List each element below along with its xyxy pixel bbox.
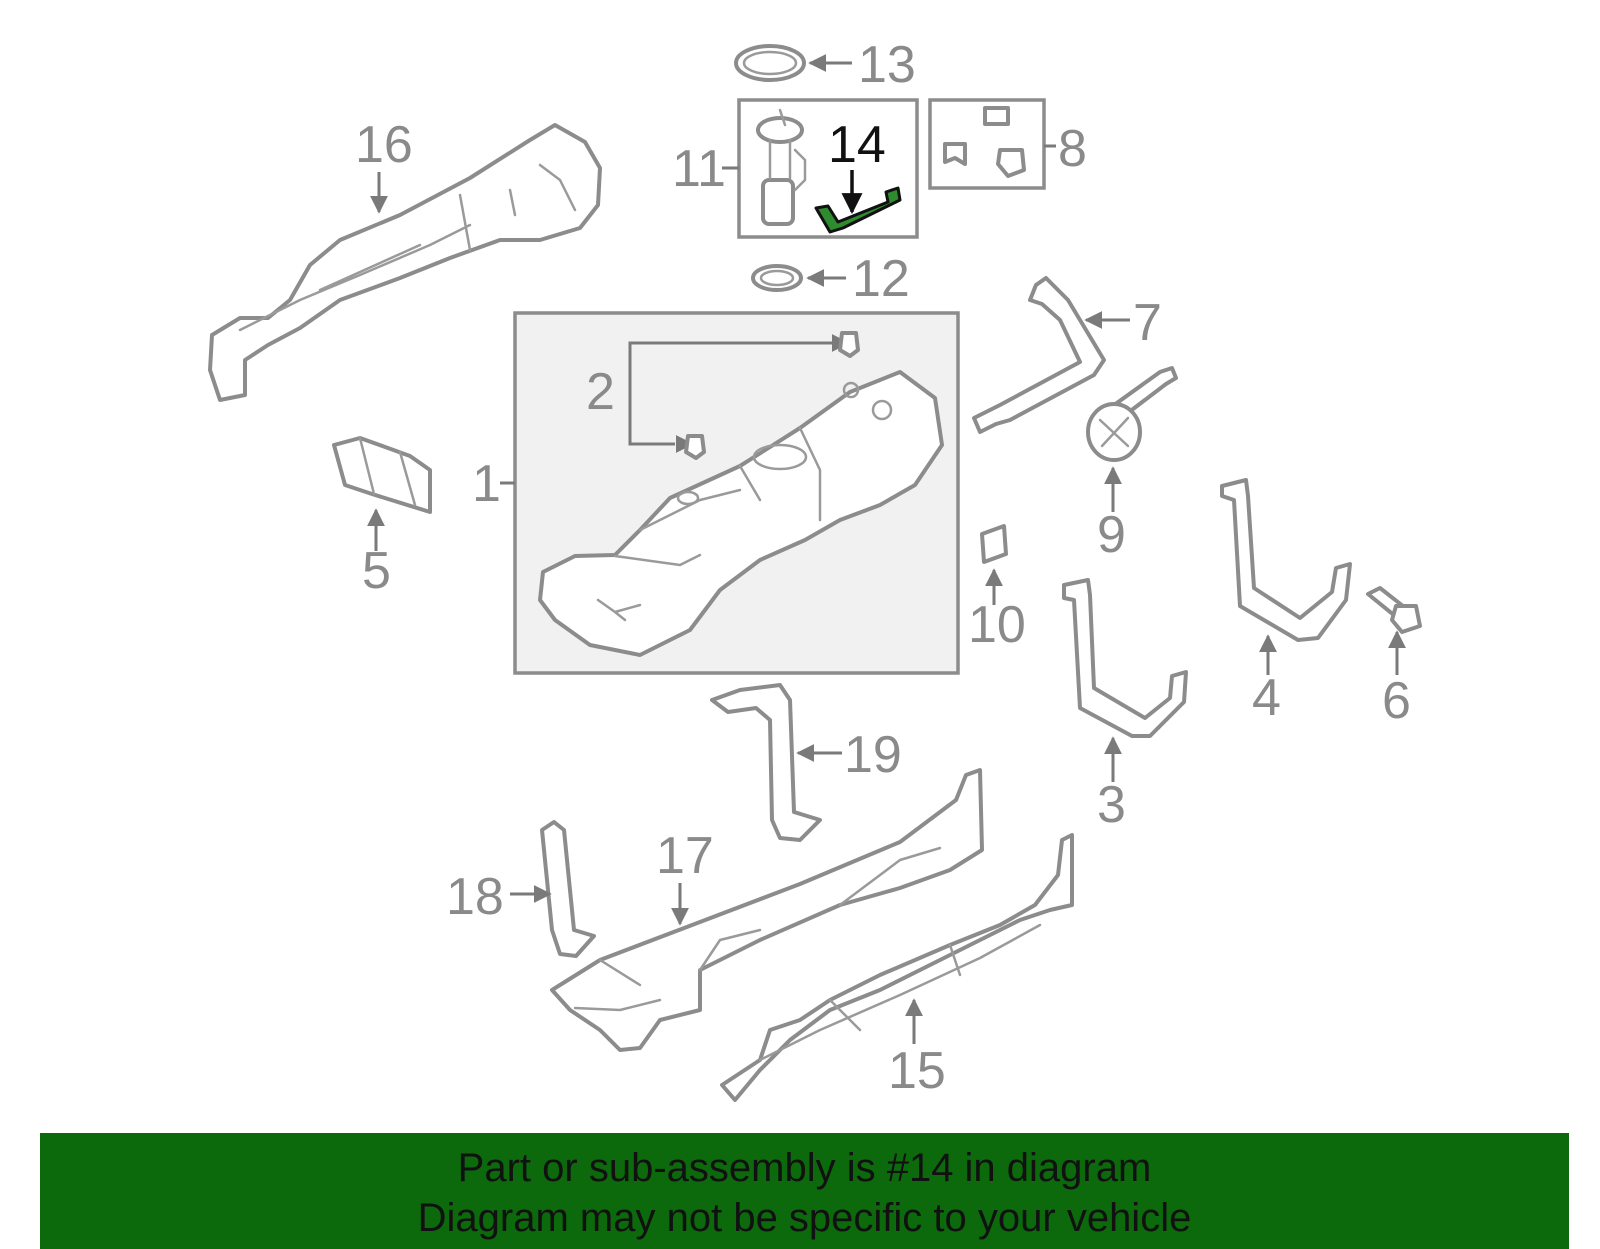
part-5-bracket[interactable]: 5 — [332, 436, 432, 600]
callout-12: 12 — [852, 250, 910, 308]
callout-19: 19 — [844, 726, 902, 784]
callout-11: 11 — [672, 140, 726, 198]
callout-17: 17 — [656, 827, 714, 885]
part-11-fuel-pump-assembly[interactable]: 11 — [672, 98, 919, 239]
callout-9: 9 — [1097, 506, 1126, 564]
info-banner: Part or sub-assembly is #14 in diagram D… — [40, 1133, 1569, 1249]
callout-15: 15 — [888, 1042, 946, 1100]
part-2-stud[interactable]: 2 — [586, 331, 860, 460]
part-19-strap[interactable]: 19 — [710, 683, 902, 842]
part-15-shield[interactable]: 15 — [720, 833, 1074, 1102]
callout-1: 1 — [472, 455, 501, 513]
callout-4: 4 — [1252, 669, 1281, 727]
callout-14: 14 — [828, 116, 886, 174]
banner-line-1: Part or sub-assembly is #14 in diagram — [457, 1146, 1152, 1190]
callout-3: 3 — [1097, 776, 1126, 834]
part-14-fuel-level-sender[interactable]: 14 — [814, 116, 902, 234]
part-10-pad[interactable]: 10 — [968, 524, 1026, 654]
part-6-bolt[interactable]: 6 — [1366, 586, 1422, 730]
callout-7: 7 — [1133, 294, 1162, 352]
part-17-skid-plate[interactable]: 17 — [550, 768, 984, 1052]
part-8-clip-set[interactable]: 8 — [928, 98, 1087, 190]
parts-diagram: 13 11 14 8 12 16 — [208, 36, 1422, 1102]
callout-10: 10 — [968, 596, 1026, 654]
callout-2: 2 — [586, 363, 615, 421]
part-13-lock-ring[interactable]: 13 — [734, 36, 916, 94]
callout-8: 8 — [1058, 120, 1087, 178]
part-9-vent-valve[interactable]: 9 — [1086, 366, 1178, 564]
part-7-filler-pipe[interactable]: 7 — [972, 276, 1162, 434]
banner-line-2: Diagram may not be specific to your vehi… — [417, 1196, 1192, 1240]
part-3-strap[interactable]: 3 — [1062, 578, 1188, 834]
part-4-strap[interactable]: 4 — [1220, 478, 1352, 727]
callout-16: 16 — [355, 116, 413, 174]
callout-5: 5 — [362, 542, 391, 600]
callout-13: 13 — [858, 36, 916, 94]
part-16-shield[interactable]: 16 — [208, 116, 602, 402]
part-18-strap[interactable]: 18 — [446, 820, 596, 958]
part-1-fuel-tank[interactable]: 1 — [472, 311, 960, 675]
callout-18: 18 — [446, 868, 504, 926]
callout-6: 6 — [1382, 672, 1411, 730]
part-12-gasket[interactable]: 12 — [751, 250, 910, 308]
